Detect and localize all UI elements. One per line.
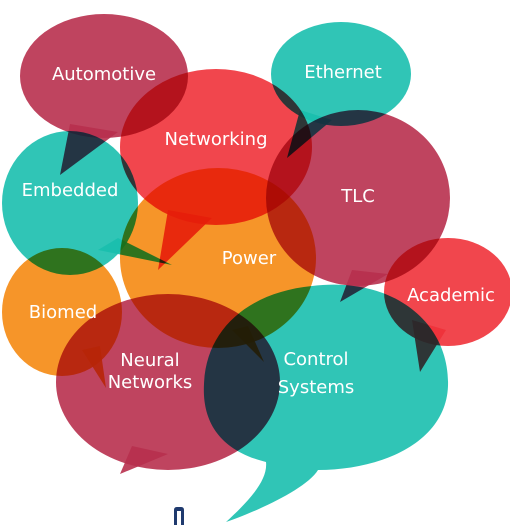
bubble-label-line: Embedded — [22, 180, 119, 201]
bubble-label-line: Ethernet — [304, 62, 382, 83]
bubble-label-line: Networking — [165, 129, 268, 150]
bubble-label-line: Systems — [278, 377, 355, 398]
bubble-label-line: Automotive — [52, 64, 156, 85]
bubble-label-ethernet: Ethernet — [304, 62, 382, 83]
bubble-label-line: Biomed — [29, 302, 97, 323]
bubble-label-line: Neural — [120, 350, 179, 371]
bubble-label-line: Power — [222, 248, 277, 269]
bubble-shapes — [2, 14, 510, 522]
bubble-label-biomed: Biomed — [29, 302, 97, 323]
bubble-label-automotive: Automotive — [52, 64, 156, 85]
logo-mark-icon — [174, 507, 184, 525]
bubble-label-line: Networks — [108, 372, 193, 393]
bubble-label-line: TLC — [340, 186, 375, 207]
bubble-label-embedded: Embedded — [22, 180, 119, 201]
bubble-control-systems — [203, 284, 449, 522]
bubble-label-academic: Academic — [407, 285, 495, 306]
bubble-label-line: Academic — [407, 285, 495, 306]
bubble-label-tlc: TLC — [340, 186, 375, 207]
bubble-label-networking: Networking — [165, 129, 268, 150]
bubble-label-line: Control — [283, 349, 348, 370]
bubble-label-power: Power — [222, 248, 277, 269]
